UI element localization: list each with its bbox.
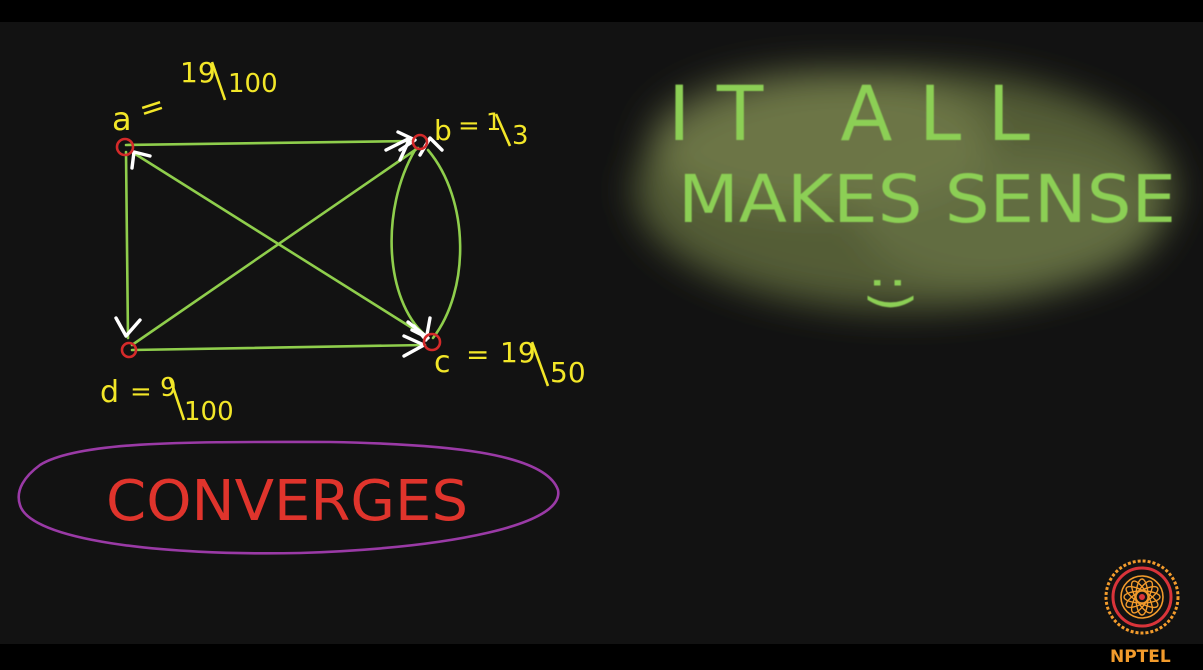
node-b [411, 133, 429, 151]
label-d-num: 9 [160, 373, 177, 403]
label-c-name: c [434, 345, 451, 380]
converges-text: CONVERGES [106, 469, 468, 534]
arrowhead-into-d [114, 316, 142, 338]
converges-annotation: CONVERGES [17, 440, 560, 555]
graph-nodes [115, 133, 442, 359]
label-a-eq: = [135, 87, 170, 128]
value-labels: a = 19 100 b = 1 3 c = 19 50 [100, 56, 586, 427]
label-d-slash [168, 377, 186, 421]
label-c-eq: = [466, 338, 489, 371]
label-b-name: b [434, 114, 452, 147]
edge-c-b-curve-right [426, 148, 462, 340]
label-c: c = 19 50 [434, 336, 586, 389]
label-d-eq: = [130, 377, 152, 407]
arrowhead-into-a-from-c [130, 150, 152, 170]
message-line2: MAKES SENSE [678, 161, 1176, 238]
edge-a-c [130, 150, 430, 340]
nptel-logo-text: NPTEL [1110, 647, 1171, 667]
nptel-emblem-icon [1104, 559, 1180, 635]
arrowhead-into-c-from-b [412, 316, 432, 342]
label-b: b = 1 3 [434, 108, 529, 151]
edge-a-b [124, 139, 416, 147]
edge-b-c-curve-left [390, 148, 427, 337]
label-c-num: 19 [500, 336, 536, 369]
edge-d-b [130, 146, 420, 347]
nptel-logo: NPTEL [1104, 559, 1180, 667]
label-d-name: d [100, 375, 119, 410]
label-a-num: 19 [180, 56, 216, 89]
edge-a-d [124, 150, 130, 340]
label-d-den: 100 [184, 397, 234, 427]
message-glow [635, 70, 1175, 310]
label-a-slash [210, 61, 227, 101]
message-smiley: :) [861, 274, 921, 312]
graph-edges [124, 139, 462, 352]
label-c-slash [530, 341, 550, 387]
label-a-name: a [112, 100, 132, 138]
edge-d-c [130, 343, 427, 352]
node-c [422, 332, 442, 352]
node-d [120, 341, 138, 359]
label-b-slash [494, 113, 512, 147]
converges-ellipse [17, 440, 560, 555]
label-b-den: 3 [512, 121, 529, 151]
label-a-den: 100 [228, 69, 278, 99]
label-d: d = 9 100 [100, 373, 234, 427]
label-c-den: 50 [550, 356, 586, 389]
arrowhead-into-b-from-d [384, 136, 412, 162]
label-b-eq: = [458, 111, 480, 141]
label-a: a = 19 100 [112, 56, 278, 138]
node-a [115, 137, 135, 157]
